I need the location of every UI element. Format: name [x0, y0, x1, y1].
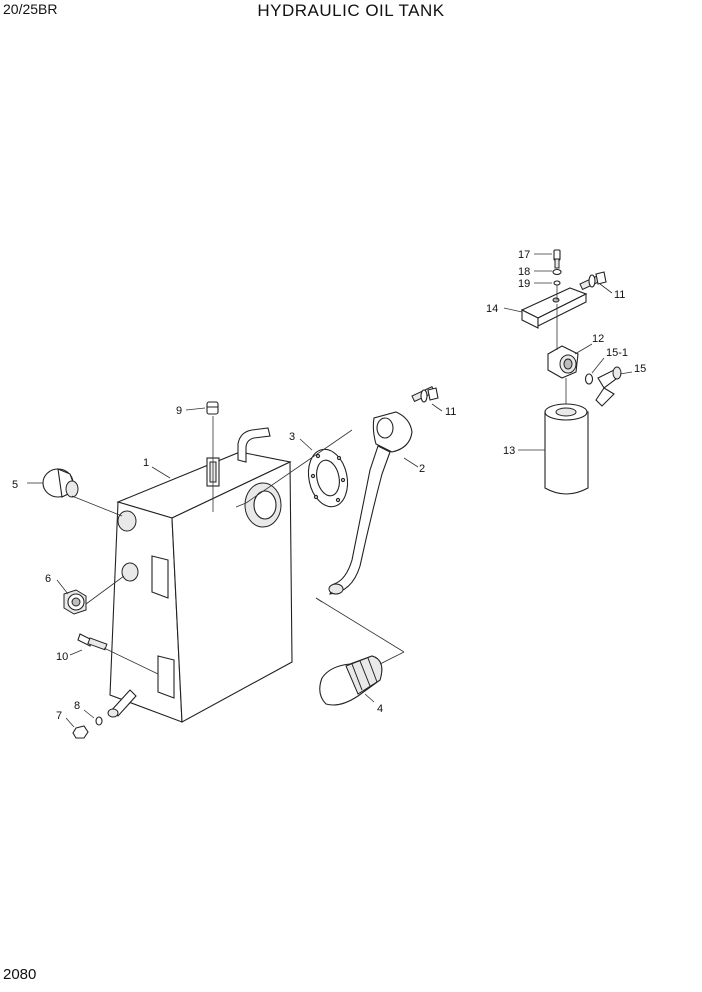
callout-12: 12	[592, 333, 604, 345]
filler-cap	[42, 468, 79, 498]
bolt-10	[77, 633, 108, 651]
callout-4: 4	[377, 703, 383, 715]
callout-11-b: 11	[614, 289, 625, 301]
callout-labels: 1 2 3 4 5 6 7 8 9 10 11 11 12 13 14 15 1…	[12, 249, 646, 722]
callout-19: 19	[518, 278, 530, 290]
callout-15: 15	[634, 363, 646, 375]
callout-17: 17	[518, 249, 530, 261]
strainer-element	[319, 655, 383, 706]
callout-6: 6	[45, 573, 51, 585]
callout-3: 3	[289, 431, 295, 443]
callout-10: 10	[56, 651, 68, 663]
page-number: 2080	[3, 966, 37, 983]
hydraulic-tank	[107, 416, 293, 723]
mounting-hardware	[552, 249, 562, 286]
bolt-11-a	[411, 386, 439, 403]
page-title: HYDRAULIC OIL TANK	[257, 1, 445, 20]
callout-11-a: 11	[445, 406, 456, 418]
gasket	[307, 448, 349, 508]
elbow-fitting	[595, 366, 622, 407]
callout-13: 13	[503, 445, 515, 457]
leader-lines	[27, 253, 633, 728]
callout-7: 7	[56, 710, 62, 722]
suction-pipe	[328, 411, 413, 595]
callout-9: 9	[176, 405, 182, 417]
filter-head	[547, 345, 579, 379]
callout-8: 8	[74, 700, 80, 712]
callout-1: 1	[143, 457, 149, 469]
filter-bracket	[520, 287, 588, 329]
callout-18: 18	[518, 266, 530, 278]
bolt-11-b	[579, 271, 607, 291]
return-fitting	[63, 589, 87, 615]
o-ring-15-1	[584, 373, 594, 385]
callout-14: 14	[486, 303, 498, 315]
drain-plug	[72, 716, 103, 739]
air-breather	[206, 401, 219, 415]
model-code: 20/25BR	[3, 1, 58, 17]
callout-5: 5	[12, 479, 18, 491]
callout-15-1: 15-1	[606, 347, 628, 359]
filter-cartridge	[544, 403, 589, 495]
callout-2: 2	[419, 463, 425, 475]
